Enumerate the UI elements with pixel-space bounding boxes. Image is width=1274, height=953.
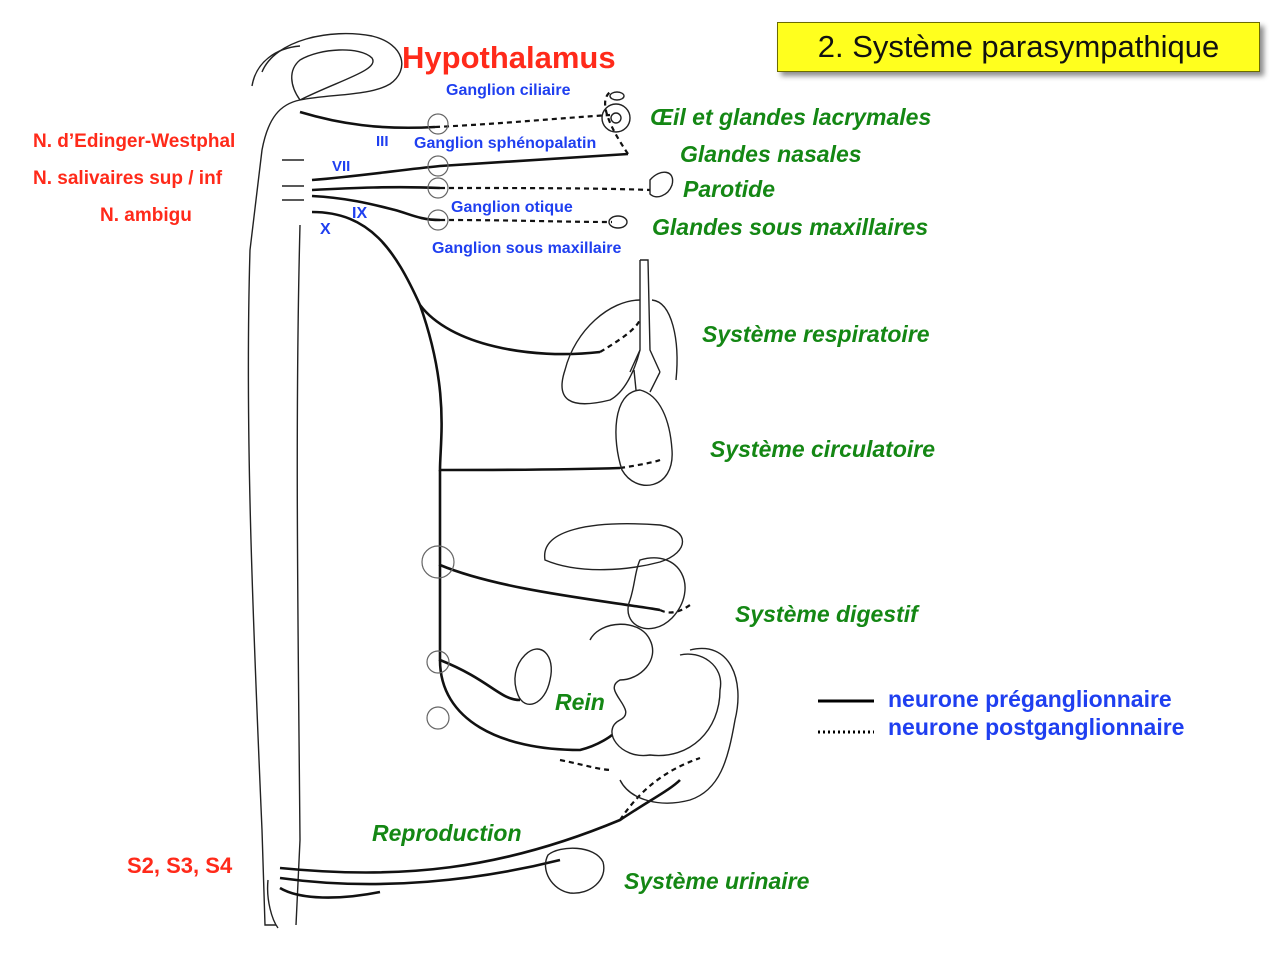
target-reproduction-label: Reproduction [372,822,522,845]
kidney-sketch [515,649,551,704]
otic-ganglion-label: Ganglion otique [451,200,573,216]
legend-preganglionic-label: neurone préganglionnaire [888,688,1172,711]
sphenopalatine-ganglion-label: Ganglion sphénopalatin [414,136,596,152]
target-parotid-label: Parotide [683,178,775,201]
ambiguus-nucleus-label: N. ambigu [100,206,192,225]
nerve-VII-label: VII [332,159,350,174]
edinger-westphal-label: N. d’Edinger-Westphal [33,132,235,151]
legend-postganglionic-label: neurone postganglionnaire [888,716,1184,739]
target-submaxillary-glands-label: Glandes sous maxillaires [652,216,928,239]
target-respiratory-label: Système respiratoire [702,323,930,346]
liver-stomach-sketch [545,524,685,629]
preganglionic-fibers [280,112,680,898]
ciliary-ganglion-label: Ganglion ciliaire [446,83,570,99]
slide-title: 2. Système parasympathique [777,22,1260,72]
nerve-III-label: III [376,134,389,149]
intestines-sketch [590,624,738,803]
brain-spinal-cord-outline [248,34,401,928]
target-eye-label: Œil et glandes lacrymales [650,106,931,129]
ganglia-circles [422,114,454,729]
target-urinary-label: Système urinaire [624,870,809,893]
target-circulatory-label: Système circulatoire [710,438,935,461]
lungs-trachea-sketch [562,260,677,404]
nerve-X-label: X [320,222,331,238]
sacral-segments-label: S2, S3, S4 [127,855,232,877]
target-digestive-label: Système digestif [735,603,918,626]
target-nasal-glands-label: Glandes nasales [680,143,862,166]
target-kidney-label: Rein [555,691,605,714]
submaxillary-ganglion-label: Ganglion sous maxillaire [432,241,621,257]
nerve-IX-label: IX [352,206,367,222]
parotid-sketch [650,172,673,197]
hypothalamus-label: Hypothalamus [402,42,616,73]
bladder-sketch [545,848,603,893]
salivary-nuclei-label: N. salivaires sup / inf [33,169,222,188]
